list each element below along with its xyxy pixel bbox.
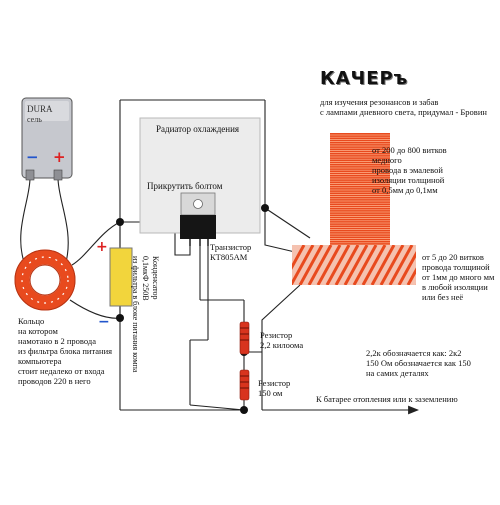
battery [21, 97, 73, 181]
capacitor-minus-sign: − [98, 314, 110, 330]
designation-note: 2,2к обозначается как: 2к2 150 Ом обозна… [366, 348, 471, 378]
battery-brand: DURA [27, 104, 53, 114]
battery-plus-sign: + [53, 148, 66, 166]
bolt-label: Прикрутить болтом [147, 181, 223, 191]
junction-dot [116, 218, 124, 226]
primary-coil-label: от 5 до 20 витков провода толщиной от 1м… [422, 252, 495, 302]
junction-dot [261, 204, 269, 212]
page-title: КАЧЕРъ [320, 68, 409, 89]
radiator-label: Радиатор охлаждения [156, 124, 240, 134]
ground-label: К батарее отопления или к заземлению [316, 394, 458, 404]
resistor-22k [239, 321, 250, 355]
junction-dot [116, 314, 124, 322]
toroid-core [14, 249, 76, 311]
secondary-coil-label: от 200 до 800 витков медного провода в э… [372, 145, 447, 195]
resistor1-label: Резистор 2,2 килоома [260, 330, 304, 350]
resistor-150 [239, 369, 250, 401]
capacitor-plus-sign: + [96, 239, 108, 255]
resistor2-label: Резистор 150 ом [258, 378, 291, 398]
battery-minus-sign: − [26, 148, 39, 166]
transistor-label: Транзистор КТ805АМ [210, 242, 252, 262]
junction-dot [240, 406, 248, 414]
battery-type: сель [27, 115, 42, 124]
subtitle: для изучения резонансов и забав с лампам… [320, 97, 487, 117]
transistor [180, 192, 216, 246]
toroid-label: Кольцо на котором намотано в 2 провода и… [18, 316, 113, 386]
capacitor-body [109, 247, 133, 307]
primary-coil [292, 245, 416, 285]
